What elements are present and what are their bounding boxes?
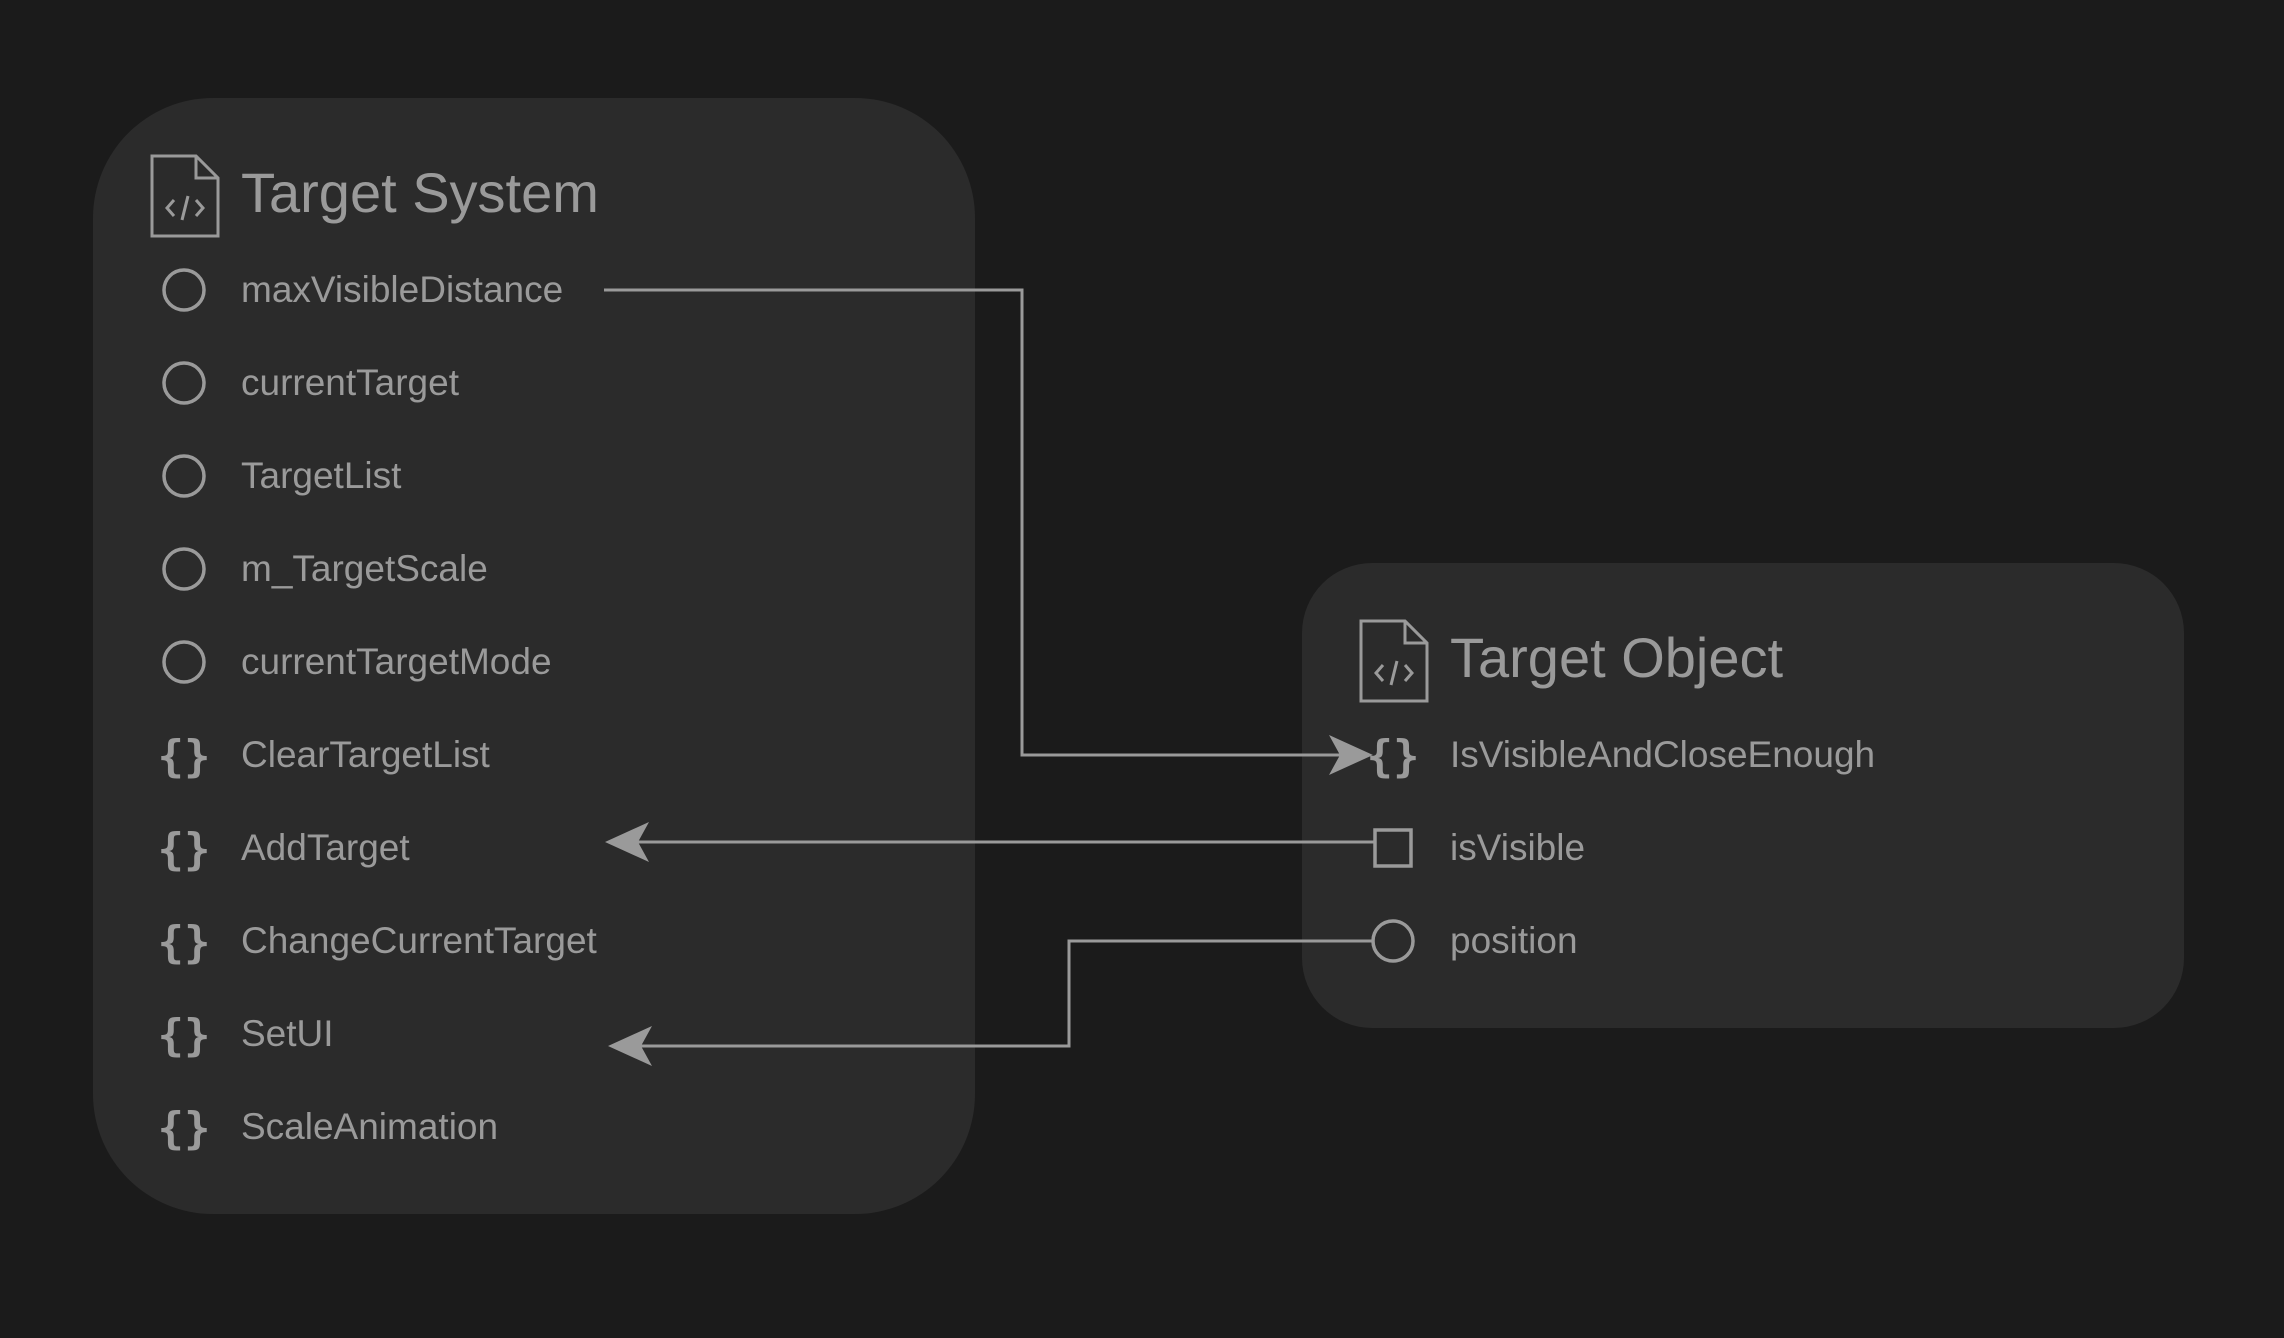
target-system-member-label[interactable]: ClearTargetList: [241, 734, 490, 775]
braces-icon: {}: [156, 1006, 212, 1062]
svg-text:{}: {}: [1369, 731, 1417, 781]
target-system-member-label[interactable]: ScaleAnimation: [241, 1106, 499, 1147]
circle-icon: [156, 634, 212, 690]
braces-icon: {}: [1365, 727, 1421, 783]
target-object-member-label[interactable]: isVisible: [1450, 827, 1586, 868]
svg-text:{}: {}: [160, 917, 208, 967]
circle-icon: [156, 355, 212, 411]
square-icon: [1365, 820, 1421, 876]
svg-text:{}: {}: [160, 1010, 208, 1060]
target-system-member-label[interactable]: currentTargetMode: [241, 641, 552, 682]
target-object-title: Target Object: [1450, 626, 1784, 689]
target-object-panel[interactable]: [1302, 563, 2184, 1028]
target-system-member-label[interactable]: ChangeCurrentTarget: [241, 920, 597, 961]
target-system-member-label[interactable]: SetUI: [241, 1013, 334, 1054]
target-object-member-label[interactable]: IsVisibleAndCloseEnough: [1450, 734, 1876, 775]
circle-icon: [156, 262, 212, 318]
braces-icon: {}: [156, 1099, 212, 1155]
target-object-member-label[interactable]: position: [1450, 920, 1578, 961]
circle-icon: [156, 448, 212, 504]
code-file-icon: [1359, 619, 1429, 703]
target-system-member-label[interactable]: maxVisibleDistance: [241, 269, 564, 310]
circle-icon: [156, 541, 212, 597]
braces-icon: {}: [156, 820, 212, 876]
braces-icon: {}: [156, 913, 212, 969]
target-system-member-label[interactable]: currentTarget: [241, 362, 459, 403]
target-system-member-label[interactable]: TargetList: [241, 455, 402, 496]
target-system-title: Target System: [241, 161, 599, 224]
svg-text:{}: {}: [160, 731, 208, 781]
braces-icon: {}: [156, 727, 212, 783]
code-file-icon: [150, 154, 220, 238]
svg-text:{}: {}: [160, 824, 208, 874]
target-system-member-label[interactable]: AddTarget: [241, 827, 410, 868]
svg-text:{}: {}: [160, 1103, 208, 1153]
target-system-member-label[interactable]: m_TargetScale: [241, 548, 488, 589]
circle-icon: [1365, 913, 1421, 969]
